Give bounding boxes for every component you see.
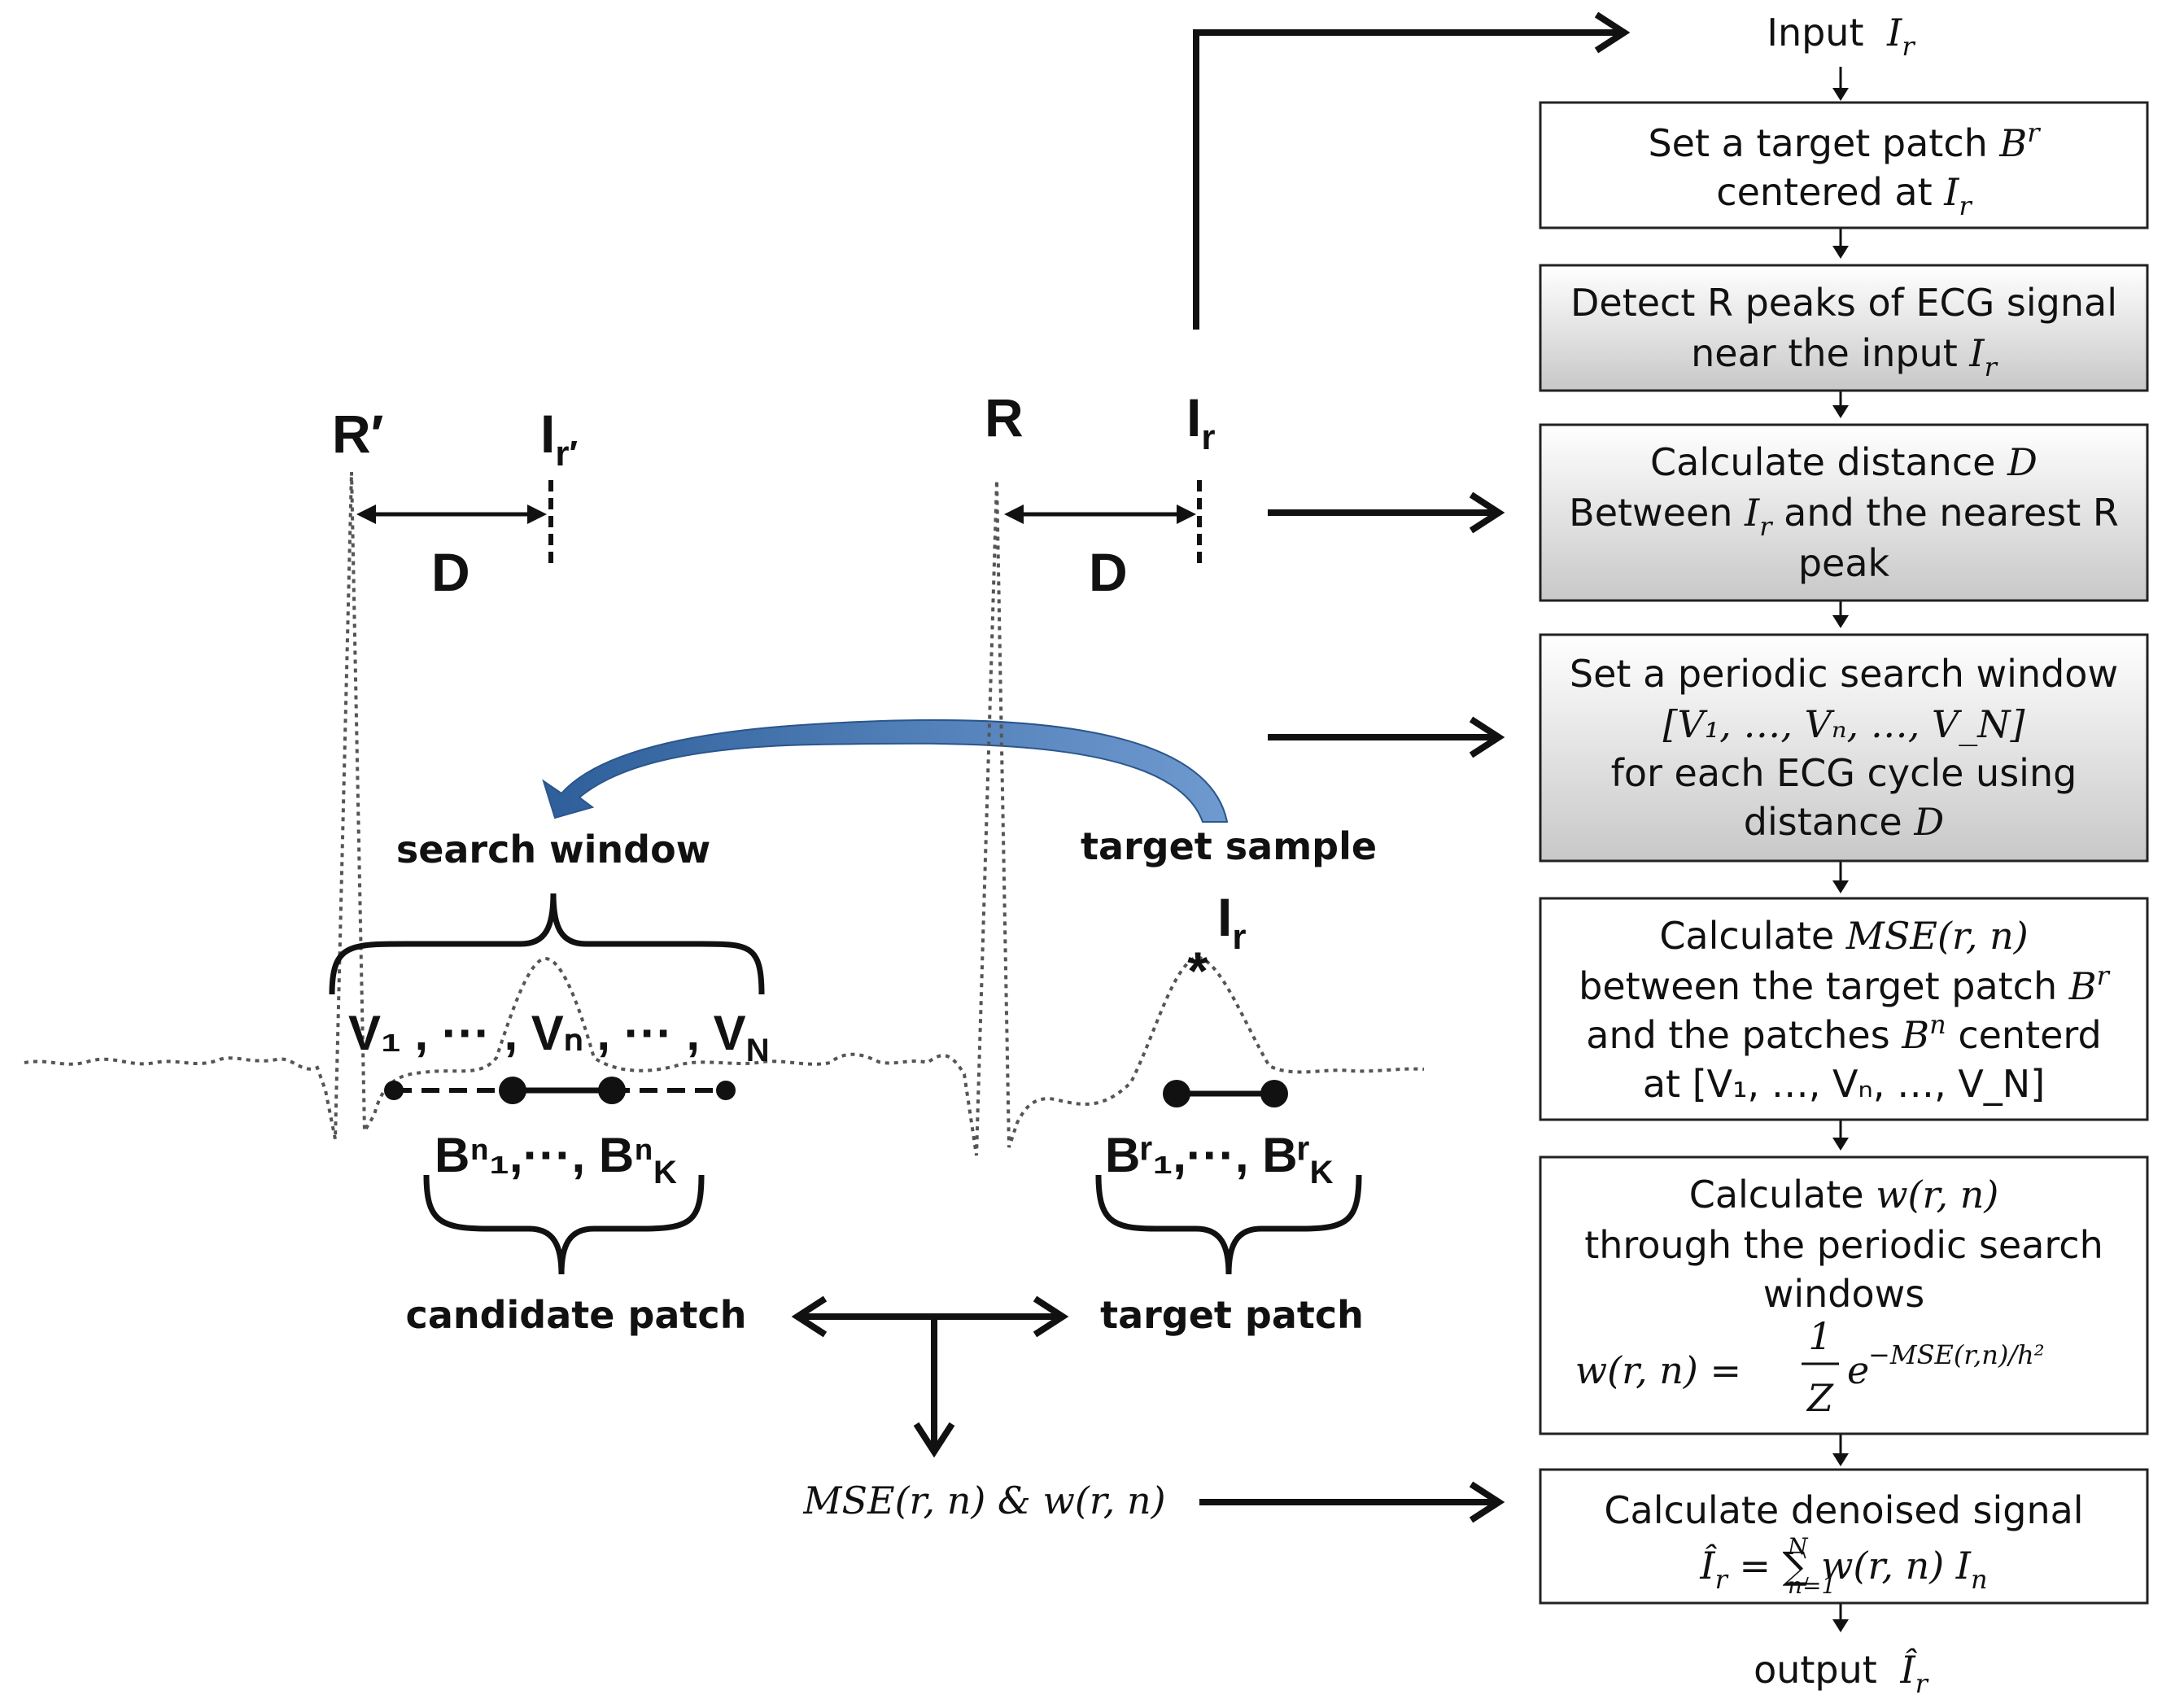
curved-arrow-icon — [542, 719, 1229, 823]
svg-text:w(r, n) =: w(r, n) = — [1575, 1348, 1741, 1392]
svg-text:peak: peak — [1798, 541, 1890, 585]
svg-text:Set a target patch Br: Set a target patch Br — [1648, 117, 2041, 165]
ecg-signal — [24, 471, 1425, 1156]
svg-text:Calculate w(r, n): Calculate w(r, n) — [1689, 1173, 1999, 1217]
search-window-label: search window — [396, 828, 710, 871]
svg-text:n=1: n=1 — [1788, 1572, 1836, 1599]
target-patch-line — [1163, 1080, 1288, 1107]
flow-box-periodic-search-window: Set a periodic search window [V₁, …, Vₙ,… — [1539, 633, 2149, 863]
r-prime-label: R′ — [332, 404, 384, 464]
arrow-candidate-target — [791, 1295, 1069, 1458]
target-ir-label: Ir — [1217, 887, 1246, 957]
svg-text:centered at Ir: centered at Ir — [1716, 170, 1972, 221]
flow-box-calculate-weight: Calculate w(r, n) through the periodic s… — [1539, 1155, 2149, 1435]
svg-text:[V₁, …, Vₙ, …, V_N]: [V₁, …, Vₙ, …, V_N] — [1663, 702, 2025, 746]
svg-text:through the periodic search: through the periodic search — [1584, 1223, 2103, 1267]
svg-text:Detect R peaks of ECG signal: Detect R peaks of ECG signal — [1570, 281, 2117, 325]
svg-text:−MSE(r,n)/h²: −MSE(r,n)/h² — [1868, 1339, 2045, 1370]
distance-label-left: D — [431, 542, 470, 602]
input-label: Input Ir — [1767, 11, 1915, 62]
svg-text:windows: windows — [1763, 1272, 1925, 1316]
distance-label-right: D — [1089, 542, 1128, 602]
arrow-to-distance-box — [1268, 491, 1505, 534]
target-patch-label: target patch — [1100, 1293, 1364, 1337]
distance-arrow-right — [1004, 505, 1196, 524]
mse-weight-result: MSE(r, n) & w(r, n) — [802, 1479, 1165, 1522]
arrow-to-denoise-box — [1199, 1481, 1505, 1523]
flow-box-calculate-mse: Calculate MSE(r, n) between the target p… — [1539, 897, 2149, 1121]
flow-box-calculate-distance: Calculate distance D Between Ir and the … — [1539, 423, 2149, 602]
candidate-patch-brace — [423, 1174, 705, 1275]
target-sample-star: * — [1187, 941, 1208, 1001]
ir-prime-label: Ir′ — [540, 404, 578, 474]
weight-formula: w(r, n) = 1 Z e −MSE(r,n)/h² — [1575, 1314, 2045, 1420]
target-patches-label: Bʳ₁,···, BʳK — [1105, 1128, 1334, 1190]
svg-text:near the input Ir: near the input Ir — [1691, 331, 1998, 382]
svg-text:1: 1 — [1808, 1314, 1832, 1358]
flow-box-detect-r-peaks: Detect R peaks of ECG signal near the in… — [1539, 264, 2149, 392]
arrow-ir-to-input — [1193, 11, 1631, 330]
svg-text:N: N — [1787, 1533, 1809, 1560]
output-label: output Îr — [1754, 1647, 1929, 1699]
svg-text:Calculate denoised signal: Calculate denoised signal — [1604, 1488, 2083, 1532]
flow-connectors — [1832, 67, 1849, 1632]
target-patch-brace — [1095, 1174, 1362, 1275]
search-window-samples-label: V₁ , ··· , Vₙ , ··· , VN — [348, 1006, 770, 1068]
svg-text:and the patches Bn centerd: and the patches Bn centerd — [1586, 1009, 2101, 1057]
flow-box-denoised-signal: Calculate denoised signal Îr = ∑ w(r, n)… — [1539, 1468, 2149, 1605]
arrow-to-search-window-box — [1268, 716, 1505, 758]
svg-text:Z: Z — [1806, 1376, 1834, 1420]
svg-text:Between Ir and the nearest R: Between Ir and the nearest R — [1569, 491, 2119, 542]
flow-box-set-target-patch: Set a target patch Br centered at Ir — [1539, 101, 2149, 229]
r-label: R — [985, 387, 1024, 448]
ir-label: Ir — [1186, 387, 1215, 457]
svg-text:distance D: distance D — [1744, 800, 1944, 844]
candidate-patches-label: Bⁿ₁,···, BⁿK — [435, 1128, 677, 1190]
candidate-patch-label: candidate patch — [406, 1293, 747, 1337]
svg-text:for each ECG cycle using: for each ECG cycle using — [1611, 751, 2077, 795]
svg-text:Calculate MSE(r, n): Calculate MSE(r, n) — [1659, 914, 2028, 958]
svg-text:Îr = ∑ w(r, n) In: Îr = ∑ w(r, n) In — [1699, 1543, 1987, 1595]
svg-text:Calculate distance D: Calculate distance D — [1650, 440, 2038, 484]
svg-text:between the target patch Br: between the target patch Br — [1579, 960, 2110, 1008]
target-sample-label: target sample — [1081, 824, 1377, 868]
svg-text:Set a periodic search window: Set a periodic search window — [1570, 652, 2118, 696]
search-window-brace — [329, 893, 765, 995]
svg-text:e: e — [1847, 1348, 1869, 1392]
candidate-patch-line — [384, 1077, 736, 1104]
svg-text:at [V₁, …, Vₙ, …, V_N]: at [V₁, …, Vₙ, …, V_N] — [1643, 1062, 2045, 1106]
distance-arrow-left — [356, 505, 547, 524]
